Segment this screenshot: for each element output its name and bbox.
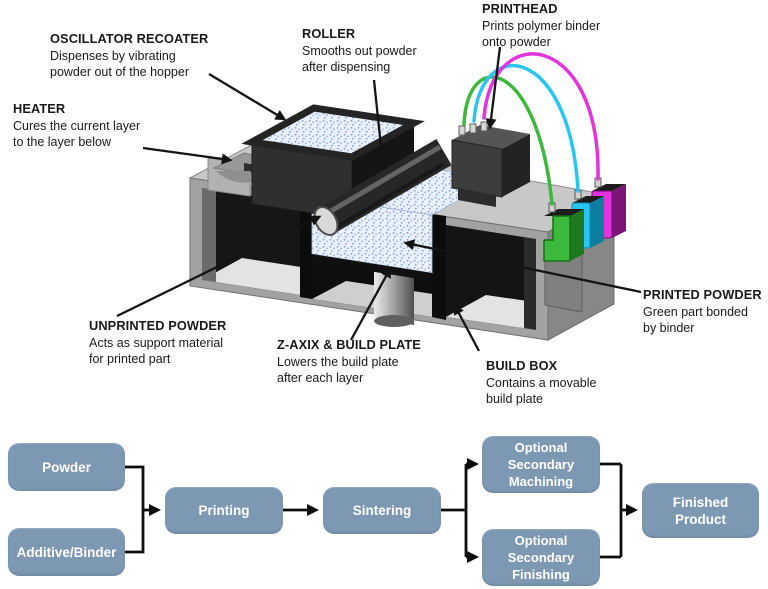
flow-node-secondary-finishing: Optional Secondary Finishing — [482, 529, 600, 586]
machine-illustration — [116, 46, 642, 352]
label-desc: Contains a movable build plate — [486, 376, 597, 406]
label-desc: Acts as support material for printed par… — [89, 336, 224, 366]
binder-tube-green — [462, 75, 554, 206]
build-chamber-right-wall — [432, 214, 446, 320]
build-plate — [312, 254, 432, 281]
label-printed-powder: PRINTED POWDER Green part bonded by bind… — [643, 287, 762, 336]
label-title: UNPRINTED POWDER — [89, 318, 227, 333]
arrow-oscillator-recoater — [208, 73, 287, 121]
label-title: BUILD BOX — [486, 358, 558, 373]
label-title: Z-AXIX & BUILD PLATE — [277, 337, 421, 352]
label-desc: Dispenses by vibrating powder out of the… — [50, 49, 189, 79]
binder-tube-cyan — [472, 63, 580, 193]
annotation-arrows — [116, 46, 642, 352]
arrow-build-box — [453, 303, 481, 352]
hopper-powder — [241, 104, 425, 161]
label-heater: HEATER Cures the current layer to the la… — [13, 101, 140, 150]
label-desc: Smooths out powder after dispensing — [302, 44, 417, 74]
label-roller: ROLLER Smooths out powder after dispensi… — [302, 26, 417, 75]
label-title: PRINTED POWDER — [643, 287, 762, 302]
z-piston-base — [374, 315, 414, 327]
flow-node-powder: Powder — [8, 443, 125, 491]
arrow-heater — [142, 146, 233, 165]
binder-cartridge-green — [543, 202, 584, 262]
arrow-printhead — [485, 46, 502, 130]
connector-inputs-bracket — [125, 465, 145, 554]
flowchart-connectors — [125, 458, 638, 563]
connector-merge — [600, 462, 623, 559]
binder-tubes — [462, 52, 600, 206]
roller-cylinder — [313, 139, 452, 236]
arrow-roller — [372, 79, 388, 169]
right-chamber-build-box — [446, 225, 536, 330]
flow-node-sintering: Sintering — [323, 487, 441, 534]
label-z-axis-build-plate: Z-AXIX & BUILD PLATE Lowers the build pl… — [277, 337, 421, 386]
label-desc: Green part bonded by binder — [643, 305, 748, 335]
left-chamber — [202, 188, 300, 295]
connector-split — [441, 464, 468, 557]
roller-end-cap — [313, 206, 339, 236]
label-desc: Prints polymer binder onto powder — [482, 19, 601, 49]
printhead-nozzles — [458, 121, 488, 136]
flow-node-finished-product: Finished Product — [642, 483, 759, 538]
label-title: HEATER — [13, 101, 66, 116]
build-chamber-left-wall — [300, 194, 312, 299]
arrow-unprinted-powder — [116, 215, 322, 318]
label-title: ROLLER — [302, 26, 356, 41]
arrow-z-axis — [349, 266, 392, 341]
flow-node-secondary-machining: Optional Secondary Machining — [482, 436, 600, 493]
arrow-printed-powder — [403, 239, 642, 294]
flow-node-additive-binder: Additive/Binder — [8, 528, 125, 576]
label-printhead: PRINTHEAD Prints polymer binder onto pow… — [482, 1, 600, 50]
label-desc: Lowers the build plate after each layer — [277, 355, 399, 385]
flow-node-printing: Printing — [165, 487, 283, 534]
label-title: OSCILLATOR RECOATER — [50, 31, 209, 46]
label-title: PRINTHEAD — [482, 1, 558, 16]
binder-tube-magenta — [482, 52, 600, 181]
printhead-block — [451, 121, 530, 207]
label-desc: Cures the current layer to the layer bel… — [13, 119, 141, 149]
label-build-box: BUILD BOX Contains a movable build plate — [486, 358, 596, 407]
label-unprinted-powder: UNPRINTED POWDER Acts as support materia… — [89, 318, 226, 367]
label-oscillator-recoater: OSCILLATOR RECOATER Dispenses by vibrati… — [50, 31, 208, 80]
